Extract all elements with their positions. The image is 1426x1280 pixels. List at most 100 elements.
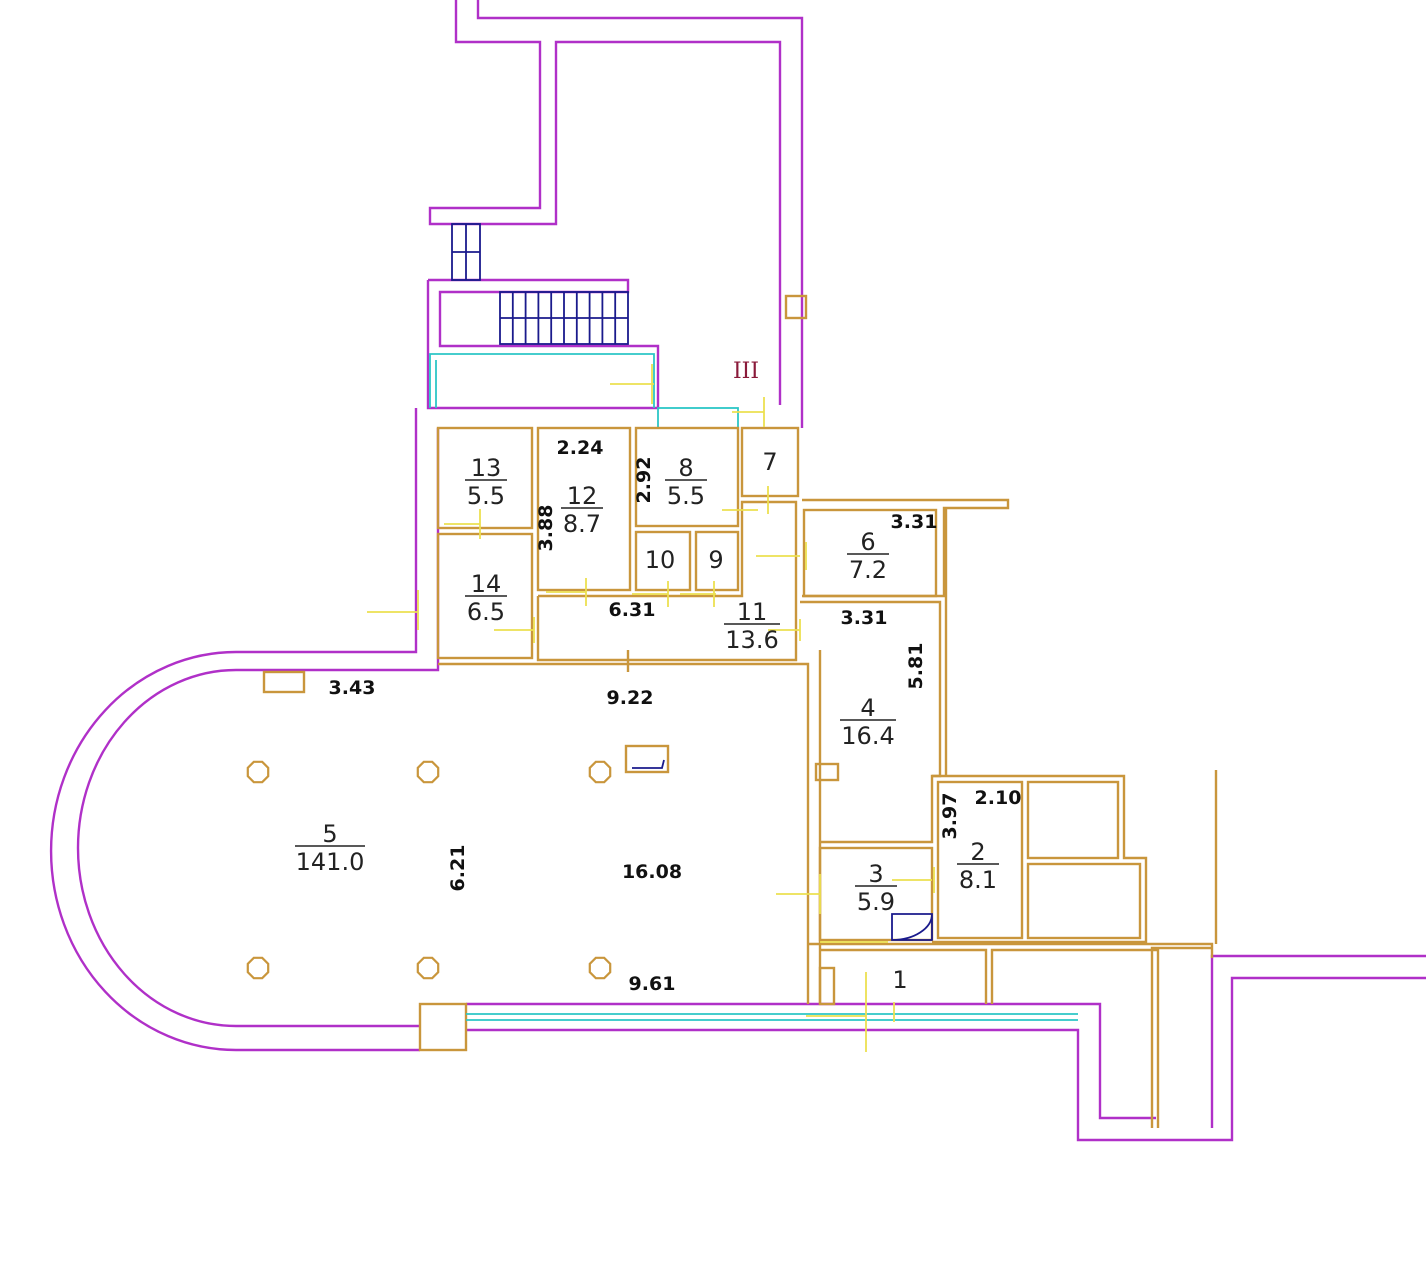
room-11-outline	[536, 500, 798, 662]
room-label-3: 35.9	[855, 860, 897, 916]
room-number: 1	[892, 966, 907, 994]
room-number: 6	[860, 528, 875, 556]
outer-walls	[49, 0, 1426, 1142]
room-label-2: 28.1	[957, 838, 999, 894]
pillars	[246, 760, 612, 980]
dimension-label: 3.31	[841, 607, 888, 629]
room-4-niche	[814, 762, 840, 782]
hall-sink	[624, 744, 670, 774]
room-1-east-2	[1150, 946, 1212, 1128]
room-label-10: 10	[645, 546, 676, 574]
room-2-inner	[936, 780, 1024, 940]
stairs: III	[451, 223, 759, 384]
outer-wall-curve-outer	[49, 650, 420, 1052]
room-2-outline	[932, 774, 1148, 944]
hall-niche	[262, 670, 306, 694]
room-14-outline	[436, 532, 534, 660]
room-number: 2	[970, 838, 985, 866]
room-number: 14	[471, 570, 502, 598]
room-number: 7	[762, 448, 777, 476]
room-number: 4	[860, 694, 875, 722]
room-area: 7.2	[849, 556, 887, 584]
room-area: 8.7	[563, 510, 601, 538]
room-number: 10	[645, 546, 676, 574]
room-3-door-swing	[891, 913, 933, 941]
window-corridor	[657, 407, 739, 429]
room-number: 11	[737, 598, 768, 626]
room-label-13: 135.5	[465, 454, 507, 510]
room-10-outline	[634, 530, 692, 592]
outer-wall-landing	[426, 278, 660, 410]
room-label-9: 9	[708, 546, 723, 574]
room-1-east	[990, 948, 1160, 1128]
room-number: 5	[322, 820, 337, 848]
room-area: 5.9	[857, 888, 895, 916]
room-9-outline	[694, 530, 740, 592]
inner-walls	[262, 426, 1218, 1128]
window-landing	[429, 353, 655, 408]
dimension-label: 3.31	[891, 511, 938, 533]
pillar	[416, 956, 440, 980]
room-number: 12	[567, 482, 598, 510]
outer-wall-left-step	[236, 408, 418, 654]
dimension-label: 3.97	[939, 793, 961, 840]
room-number: 3	[868, 860, 883, 888]
closet-b	[1026, 862, 1142, 940]
windows	[429, 353, 1078, 1021]
room-number: 9	[708, 546, 723, 574]
corridor-line	[438, 662, 810, 1004]
outer-wall-top-left	[428, 0, 782, 405]
pillar	[416, 760, 440, 784]
outer-wall-south-2	[466, 976, 1426, 1142]
closet-a	[1026, 780, 1120, 860]
room-area: 13.6	[725, 626, 778, 654]
pillar	[246, 956, 270, 980]
room-12-outline	[536, 426, 632, 592]
room-label-8: 85.5	[665, 454, 707, 510]
dimension-label: 2.24	[557, 437, 604, 459]
dimension-label: 16.08	[622, 861, 682, 883]
outer-wall-top-right	[476, 0, 804, 428]
dimension-label: 6.31	[609, 599, 656, 621]
room-1-inner	[820, 948, 988, 1004]
dimension-label: 6.21	[447, 845, 469, 892]
dimension-label: 2.10	[975, 787, 1022, 809]
room-6-inner	[802, 508, 938, 598]
room-area: 5.5	[467, 482, 505, 510]
outer-wall-south	[466, 1002, 1156, 1120]
outer-wall-left-step-inner	[236, 428, 440, 672]
dimension-label: 2.92	[633, 457, 655, 504]
room-labels: 128.135.9416.45141.067.2785.59101113.612…	[295, 448, 999, 994]
room-number: 13	[471, 454, 502, 482]
room-number: 8	[678, 454, 693, 482]
room-label-12: 128.7	[561, 482, 603, 538]
room-1-niche	[818, 966, 836, 1006]
dimension-labels: 2.24 2.92 3.88 6.31 3.31 3.31 5.81 3.43 9.22 6.21…	[329, 437, 1022, 995]
dimension-label: 9.22	[607, 687, 654, 709]
pillar	[588, 956, 612, 980]
dimension-label: 3.43	[329, 677, 376, 699]
room-area: 16.4	[841, 722, 894, 750]
room-8-outline	[634, 426, 740, 528]
room-1-outline	[808, 942, 1214, 958]
dimension-label: 9.61	[629, 973, 676, 995]
room-area: 5.5	[667, 482, 705, 510]
pillar	[246, 760, 270, 784]
entrance-column	[418, 1002, 468, 1052]
room-7-outline	[740, 426, 800, 498]
room-label-7: 7	[762, 448, 777, 476]
room-13-outline	[436, 426, 534, 530]
dimension-label: 5.81	[905, 643, 927, 690]
room-label-14: 146.5	[465, 570, 507, 626]
outer-wall-curve-inner	[76, 668, 420, 1028]
door-markers	[367, 364, 935, 1052]
dimension-label: 3.88	[535, 505, 557, 552]
shaft-box	[784, 294, 808, 320]
stair-label: III	[733, 359, 759, 384]
room-label-1: 1	[892, 966, 907, 994]
room-label-4: 416.4	[840, 694, 896, 750]
room-area: 6.5	[467, 598, 505, 626]
